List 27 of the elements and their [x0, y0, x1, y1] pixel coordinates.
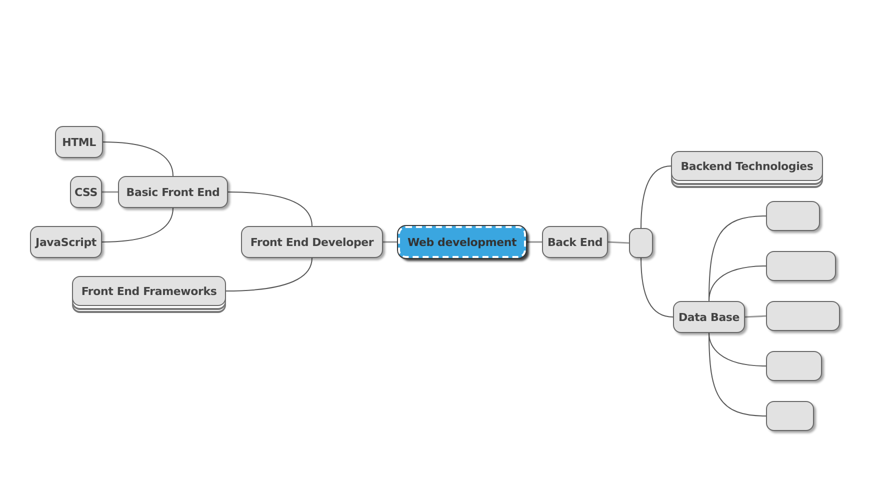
empty-topic-box	[766, 301, 840, 331]
connector-line	[102, 208, 174, 242]
topic-box: Front End Developer	[241, 226, 383, 258]
connector-line	[228, 192, 312, 226]
connector-line	[708, 332, 766, 416]
connector-line	[744, 315, 766, 318]
topic-box: CSS	[70, 176, 102, 208]
connector-line	[226, 258, 312, 292]
connector-line	[640, 258, 674, 318]
connector-line	[526, 241, 542, 243]
connector-line	[383, 241, 398, 243]
connector-line	[608, 241, 630, 244]
root-topic-box: Web development	[398, 226, 526, 258]
empty-topic-box	[629, 228, 653, 258]
connector-line	[102, 191, 118, 193]
empty-topic-box	[766, 401, 814, 431]
connector-line	[640, 166, 672, 228]
topic-box: HTML	[55, 126, 103, 158]
empty-topic-box	[766, 201, 820, 231]
topic-box: Back End	[542, 226, 608, 258]
topic-box: JavaScript	[30, 226, 102, 258]
topic-box: Basic Front End	[118, 176, 228, 208]
empty-topic-box	[766, 351, 822, 381]
connector-line	[708, 266, 766, 302]
topic-box: Data Base	[673, 301, 745, 333]
connector-line	[102, 142, 174, 176]
empty-topic-box	[766, 251, 836, 281]
